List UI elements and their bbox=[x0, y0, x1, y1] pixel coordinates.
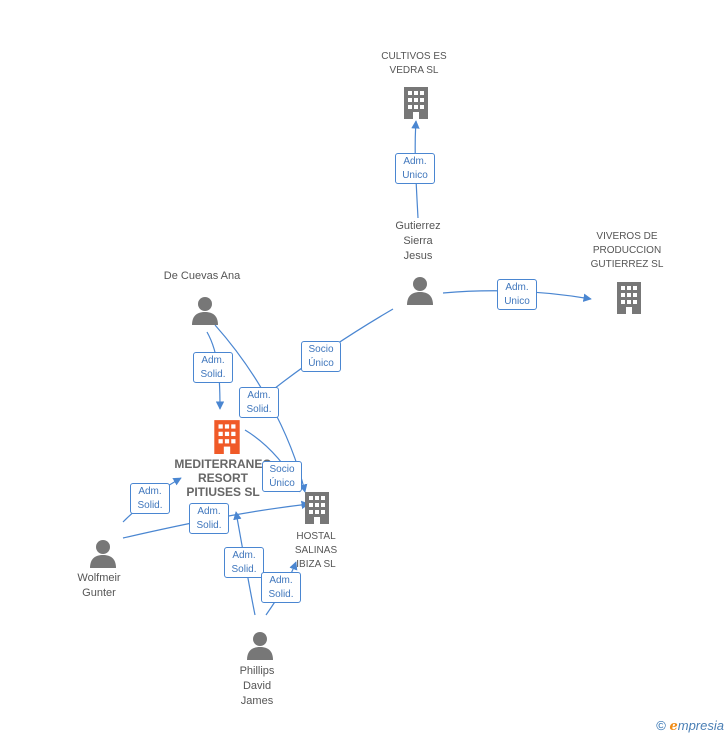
node-label-line: Phillips bbox=[239, 665, 275, 677]
edge-badge-line: Único bbox=[269, 478, 295, 489]
edge-badge-gutierrez-viveros[interactable]: Adm. Unico bbox=[497, 279, 537, 310]
node-label-gutierrez[interactable]: Gutierrez Sierra Jesus bbox=[378, 219, 458, 264]
node-label-wolfmeir[interactable]: Wolfmeir Gunter bbox=[59, 571, 139, 601]
edge-badge-line: Unico bbox=[504, 296, 530, 307]
node-label-line: PITIUSES SL bbox=[186, 485, 260, 499]
person-icon[interactable] bbox=[245, 630, 275, 660]
edge-badge-line: Adm. bbox=[269, 575, 293, 586]
node-label-line: Sierra bbox=[403, 235, 433, 247]
node-label-line: PRODUCCION bbox=[592, 245, 662, 256]
building-icon[interactable] bbox=[401, 85, 431, 119]
node-label-line: VEDRA SL bbox=[389, 65, 439, 76]
node-label-mediterraneo[interactable]: MEDITERRANEO RESORT PITIUSES SL bbox=[168, 457, 278, 499]
brand-logo-text: mpresia bbox=[677, 718, 724, 733]
node-label-line: MEDITERRANEO bbox=[174, 457, 272, 471]
building-icon[interactable] bbox=[614, 280, 644, 314]
edge-badge-phillips-mediterraneo[interactable]: Adm. Solid. bbox=[224, 547, 264, 578]
edge-badge-line: Solid. bbox=[200, 369, 226, 380]
node-label-line: Gunter bbox=[82, 587, 116, 599]
edge-badge-line: Solid. bbox=[196, 520, 222, 531]
edge-badge-line: Adm. bbox=[232, 550, 256, 561]
node-label-cultivos[interactable]: CULTIVOS ES VEDRA SL bbox=[364, 50, 464, 78]
edge-badge-decuevas-mediterraneo[interactable]: Adm. Solid. bbox=[193, 352, 233, 383]
person-icon[interactable] bbox=[190, 295, 220, 325]
edge-badge-line: Adm. bbox=[201, 355, 225, 366]
person-icon[interactable] bbox=[88, 538, 118, 568]
node-label-line: Wolfmeir bbox=[77, 572, 121, 584]
edge-badge-phillips-hostal[interactable]: Adm. Solid. bbox=[261, 572, 301, 603]
edge-badge-line: Solid. bbox=[268, 589, 294, 600]
node-label-line: CULTIVOS ES bbox=[381, 51, 447, 62]
node-label-line: Jesus bbox=[403, 250, 433, 262]
edge-badge-line: Solid. bbox=[137, 500, 163, 511]
node-label-viveros[interactable]: VIVEROS DE PRODUCCION GUTIERREZ SL bbox=[577, 230, 677, 272]
person-icon[interactable] bbox=[405, 275, 435, 305]
node-label-line: VIVEROS DE bbox=[596, 231, 658, 242]
brand-logo-e: e bbox=[669, 719, 678, 734]
edge-badge-line: Solid. bbox=[231, 564, 257, 575]
edge-badge-line: Adm. bbox=[197, 506, 221, 517]
node-label-line: GUTIERREZ SL bbox=[590, 259, 664, 270]
node-label-line: IBIZA SL bbox=[296, 559, 336, 570]
edge-badge-line: Unico bbox=[402, 170, 428, 181]
node-label-line: De Cuevas Ana bbox=[163, 270, 241, 282]
node-label-hostal[interactable]: HOSTAL SALINAS IBIZA SL bbox=[276, 530, 356, 572]
footer-brand[interactable]: © empresia bbox=[656, 718, 724, 734]
building-icon[interactable] bbox=[210, 418, 244, 454]
node-label-line: RESORT bbox=[197, 471, 248, 485]
edge-badge-line: Adm. bbox=[505, 282, 529, 293]
node-label-line: SALINAS bbox=[294, 545, 338, 556]
edge-badge-gutierrez-cultivos[interactable]: Adm. Unico bbox=[395, 153, 435, 184]
edge-badge-line: Solid. bbox=[246, 404, 272, 415]
node-label-decuevas[interactable]: De Cuevas Ana bbox=[147, 269, 257, 284]
node-label-line: Gutierrez bbox=[395, 220, 441, 232]
copyright-icon: © bbox=[656, 718, 666, 733]
edge-badge-decuevas-hostal[interactable]: Adm. Solid. bbox=[239, 387, 279, 418]
edge-badge-line: Socio bbox=[308, 344, 334, 355]
edge-badge-line: Adm. bbox=[403, 156, 427, 167]
edge-badge-line: Único bbox=[308, 358, 334, 369]
node-label-line: HOSTAL bbox=[296, 531, 336, 542]
edge-badge-gutierrez-mediterraneo[interactable]: Socio Único bbox=[301, 341, 341, 372]
edge-badge-line: Socio bbox=[269, 464, 295, 475]
node-label-line: James bbox=[240, 695, 274, 707]
edge-badge-wolfmeir-mediterraneo[interactable]: Adm. Solid. bbox=[130, 483, 170, 514]
node-label-phillips[interactable]: Phillips David James bbox=[217, 664, 297, 709]
building-icon[interactable] bbox=[302, 490, 332, 524]
edge-badge-line: Adm. bbox=[138, 486, 162, 497]
node-label-line: David bbox=[242, 680, 272, 692]
edge-badge-mediterraneo-hostal[interactable]: Socio Único bbox=[262, 461, 302, 492]
edge-badge-wolfmeir-hostal[interactable]: Adm. Solid. bbox=[189, 503, 229, 534]
edge-badge-line: Adm. bbox=[247, 390, 271, 401]
